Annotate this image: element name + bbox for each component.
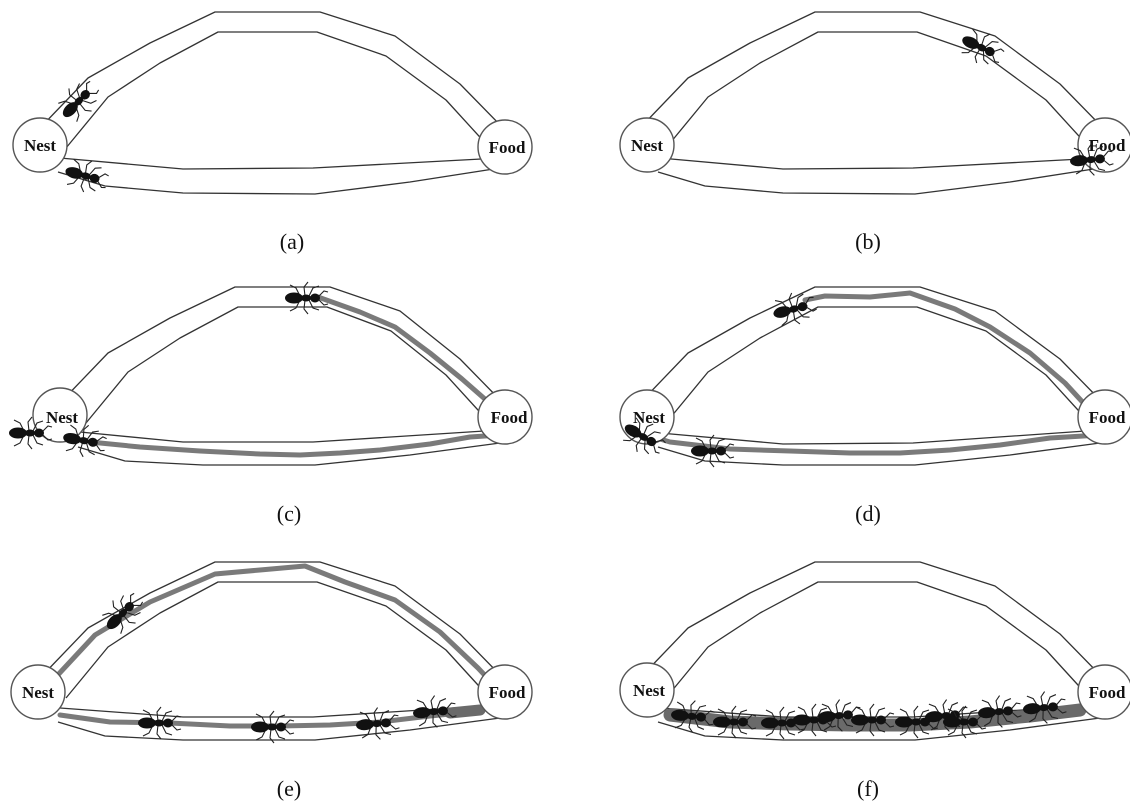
food-label: Food <box>1089 408 1126 427</box>
pheromone-trail-upper <box>55 566 494 685</box>
lower-path-tube-outer <box>658 168 1100 194</box>
panel-c: Nest Food (c) <box>9 282 532 526</box>
food-label: Food <box>1089 683 1126 702</box>
panel-d: Nest Food (d) <box>617 287 1130 526</box>
panel-a: Nest Food (a) <box>13 12 532 254</box>
food-node: Food <box>478 665 532 719</box>
upper-path-tube <box>640 12 1125 138</box>
nest-node: Nest <box>13 118 67 172</box>
food-node: Food <box>478 120 532 174</box>
upper-path-tube <box>640 562 1125 688</box>
nest-label: Nest <box>633 681 665 700</box>
panel-caption: (e) <box>277 776 301 801</box>
food-node: Food <box>1078 665 1130 719</box>
nest-label: Nest <box>631 136 663 155</box>
upper-path-tube-inner <box>66 32 500 150</box>
upper-path-tube <box>40 12 525 138</box>
lower-path-tube <box>80 430 500 442</box>
nest-label: Nest <box>22 683 54 702</box>
upper-path-tube-inner <box>666 582 1100 700</box>
lower-path-tube <box>660 158 1100 169</box>
panel-e: Nest Food (e) <box>11 562 532 801</box>
food-label: Food <box>491 408 528 427</box>
nest-node: Nest <box>620 663 674 717</box>
panel-f: Nest Food (f) <box>620 562 1130 801</box>
nest-label: Nest <box>633 408 665 427</box>
upper-path-tube <box>640 287 1125 413</box>
food-label: Food <box>489 683 526 702</box>
panel-caption: (f) <box>857 776 879 801</box>
panel-caption: (b) <box>855 229 881 254</box>
nest-label: Nest <box>46 408 78 427</box>
pheromone-trail-lower <box>90 435 500 455</box>
ant <box>355 706 401 742</box>
upper-path-tube-inner <box>666 307 1100 425</box>
pheromone-trail-upper <box>805 293 1095 415</box>
panel-b: Nest Food (b) <box>620 12 1130 254</box>
upper-path-tube-inner <box>86 307 500 425</box>
nest-label: Nest <box>24 136 56 155</box>
lower-path-tube <box>60 158 500 169</box>
lower-path-tube-outer <box>58 168 500 194</box>
panel-caption: (a) <box>280 229 304 254</box>
upper-path-tube-inner <box>666 32 1100 150</box>
nest-node: Nest <box>620 118 674 172</box>
nest-node: Nest <box>11 665 65 719</box>
upper-path-tube <box>60 287 520 413</box>
food-label: Food <box>489 138 526 157</box>
ant <box>769 288 819 330</box>
panel-caption: (c) <box>277 501 301 526</box>
pheromone-trail-lower-strong <box>450 710 480 713</box>
panel-caption: (d) <box>855 501 881 526</box>
ant <box>53 74 106 127</box>
food-node: Food <box>478 390 532 444</box>
food-node: Food <box>1078 390 1130 444</box>
